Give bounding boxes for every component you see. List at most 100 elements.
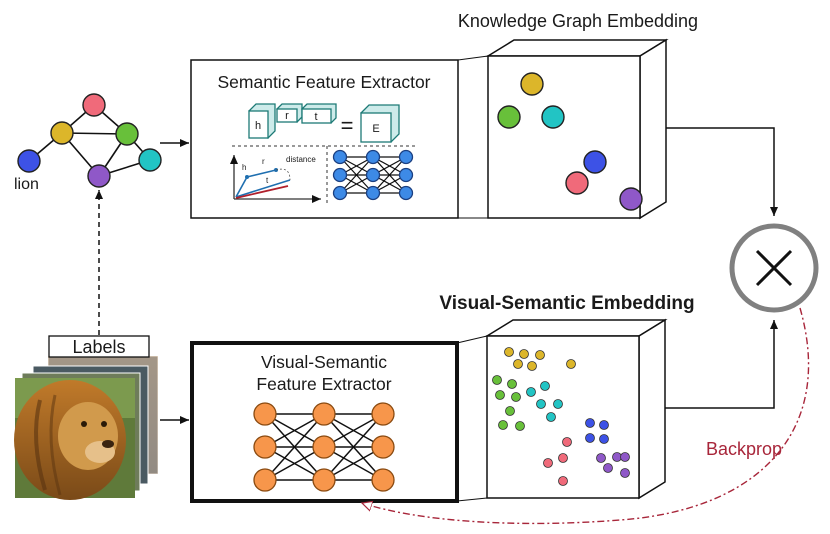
projection-vs-top xyxy=(456,335,488,344)
multiply-operator xyxy=(729,223,819,313)
vs-point xyxy=(585,433,595,443)
vs-point xyxy=(515,421,525,431)
vs-embedding-title: Visual-Semantic Embedding xyxy=(439,293,694,314)
vs-point xyxy=(540,381,550,391)
graph-node-mid xyxy=(115,122,139,146)
semantic-nn-node xyxy=(332,185,348,201)
visual-nn-node xyxy=(253,402,277,426)
semantic-nn-node xyxy=(332,167,348,183)
vs-point xyxy=(519,349,529,359)
projection-top xyxy=(457,55,489,61)
triple-cubes xyxy=(248,103,400,143)
kg-point-yellow xyxy=(520,72,544,96)
cube-r-label: r xyxy=(285,110,289,122)
semantic-nn-node xyxy=(398,185,414,201)
kg-point-green xyxy=(497,105,521,129)
semantic-extractor-title: Semantic Feature Extractor xyxy=(218,72,431,92)
labels-box xyxy=(48,335,150,358)
semantic-nn-node xyxy=(332,149,348,165)
kg-embedding-cube xyxy=(485,38,669,220)
semantic-nn-node-edge xyxy=(339,156,374,194)
graph-node-bottom xyxy=(87,164,111,188)
plot-label-r: r xyxy=(262,157,265,166)
vs-point xyxy=(558,476,568,486)
visual-nn-node-edge xyxy=(323,413,384,481)
semantic-nn-node-edge xyxy=(372,156,407,194)
visual-nn-node-edge xyxy=(264,413,325,481)
visual-extractor-title-line2: Feature Extractor xyxy=(256,374,391,394)
graph-node-lion xyxy=(17,149,41,173)
arrow-vs-to-operator xyxy=(665,320,778,409)
vs-point xyxy=(535,350,545,360)
vs-point xyxy=(546,412,556,422)
kg-embedding-points xyxy=(497,72,643,211)
semantic-nn-node xyxy=(365,167,381,183)
kg-point-blue xyxy=(583,150,607,174)
semantic-neural-net xyxy=(332,149,414,201)
visual-nn-node xyxy=(312,468,336,492)
projection-vs-bottom xyxy=(456,497,488,502)
visual-nn-node xyxy=(312,435,336,459)
visual-nn-node xyxy=(253,435,277,459)
vs-embedding-points xyxy=(492,347,630,486)
semantic-extractor-box xyxy=(190,59,459,219)
vs-point xyxy=(495,390,505,400)
kg-point-cyan xyxy=(541,105,565,129)
vs-point xyxy=(492,375,502,385)
graph-node-left xyxy=(50,121,74,145)
graph-node-label: lion xyxy=(14,176,39,193)
vs-point xyxy=(507,379,517,389)
transe-plot xyxy=(230,155,321,203)
image-stack xyxy=(14,355,159,500)
visual-nn-node xyxy=(253,468,277,492)
vs-point xyxy=(562,437,572,447)
vs-point xyxy=(566,359,576,369)
vs-point xyxy=(599,434,609,444)
vs-point xyxy=(596,453,606,463)
visual-nn-node xyxy=(371,468,395,492)
labels-box-text: Labels xyxy=(72,337,125,357)
vs-point xyxy=(498,420,508,430)
plot-label-t: t xyxy=(266,176,269,185)
graph-node-top xyxy=(82,93,106,117)
vs-point xyxy=(511,392,521,402)
semantic-nn-node xyxy=(398,167,414,183)
graph-nodes xyxy=(17,93,162,188)
semantic-nn-node xyxy=(365,185,381,201)
vs-point xyxy=(504,347,514,357)
semantic-nn-node xyxy=(365,149,381,165)
vs-point xyxy=(513,359,523,369)
visual-nn-node xyxy=(371,435,395,459)
backprop-arrow xyxy=(362,307,810,525)
vs-point xyxy=(585,418,595,428)
plot-label-h: h xyxy=(242,163,246,172)
vs-point xyxy=(599,420,609,430)
cube-t-label: t xyxy=(314,111,317,123)
graph-node-right xyxy=(138,148,162,172)
kg-point-red xyxy=(565,171,589,195)
equals-sign: = xyxy=(341,113,354,138)
lion-image xyxy=(14,378,135,500)
vs-point xyxy=(620,452,630,462)
cube-h-label: h xyxy=(255,120,261,132)
vs-point xyxy=(558,453,568,463)
vs-point xyxy=(526,387,536,397)
vs-point xyxy=(527,361,537,371)
vs-embedding-cube xyxy=(484,318,668,500)
visual-neural-net xyxy=(253,402,395,492)
arrow-kg-to-operator xyxy=(666,127,778,216)
vs-point xyxy=(505,406,515,416)
kg-embedding-title: Knowledge Graph Embedding xyxy=(458,11,698,31)
backprop-label: Backprop xyxy=(706,439,782,459)
visual-nn-node xyxy=(371,402,395,426)
cube-e-label: E xyxy=(372,123,379,135)
semantic-nn-node xyxy=(398,149,414,165)
visual-extractor-title-line1: Visual-Semantic xyxy=(261,352,387,372)
vs-point xyxy=(553,399,563,409)
vs-point xyxy=(536,399,546,409)
vs-point xyxy=(620,468,630,478)
vs-point xyxy=(543,458,553,468)
kg-point-purple xyxy=(619,187,643,211)
plot-label-distance: distance xyxy=(286,155,316,164)
